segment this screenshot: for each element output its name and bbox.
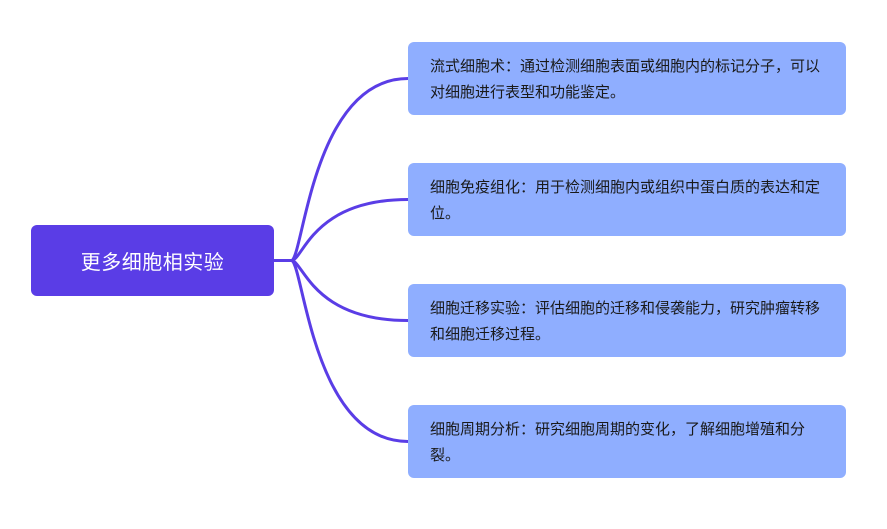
- child-node-cell-cycle-analysis[interactable]: 细胞周期分析：研究细胞周期的变化，了解细胞增殖和分裂。: [408, 405, 846, 478]
- child-node-text: 细胞周期分析：研究细胞周期的变化，了解细胞增殖和分裂。: [430, 419, 806, 464]
- child-node-text: 细胞免疫组化：用于检测细胞内或组织中蛋白质的表达和定位。: [430, 177, 821, 222]
- child-node-text: 流式细胞术：通过检测细胞表面或细胞内的标记分子，可以对细胞进行表型和功能鉴定。: [430, 56, 821, 101]
- root-node[interactable]: 更多细胞相实验: [31, 225, 274, 296]
- connector-line-0: [272, 77, 410, 262]
- child-node-immunohistochemistry[interactable]: 细胞免疫组化：用于检测细胞内或组织中蛋白质的表达和定位。: [408, 163, 846, 236]
- child-node-text: 细胞迁移实验：评估细胞的迁移和侵袭能力，研究肿瘤转移和细胞迁移过程。: [430, 298, 821, 343]
- root-node-label: 更多细胞相实验: [80, 250, 225, 274]
- connector-line-2: [272, 259, 410, 322]
- connector-line-3: [272, 259, 410, 443]
- child-node-flow-cytometry[interactable]: 流式细胞术：通过检测细胞表面或细胞内的标记分子，可以对细胞进行表型和功能鉴定。: [408, 42, 846, 115]
- connector-line-1: [272, 198, 410, 262]
- child-node-migration-assay[interactable]: 细胞迁移实验：评估细胞的迁移和侵袭能力，研究肿瘤转移和细胞迁移过程。: [408, 284, 846, 357]
